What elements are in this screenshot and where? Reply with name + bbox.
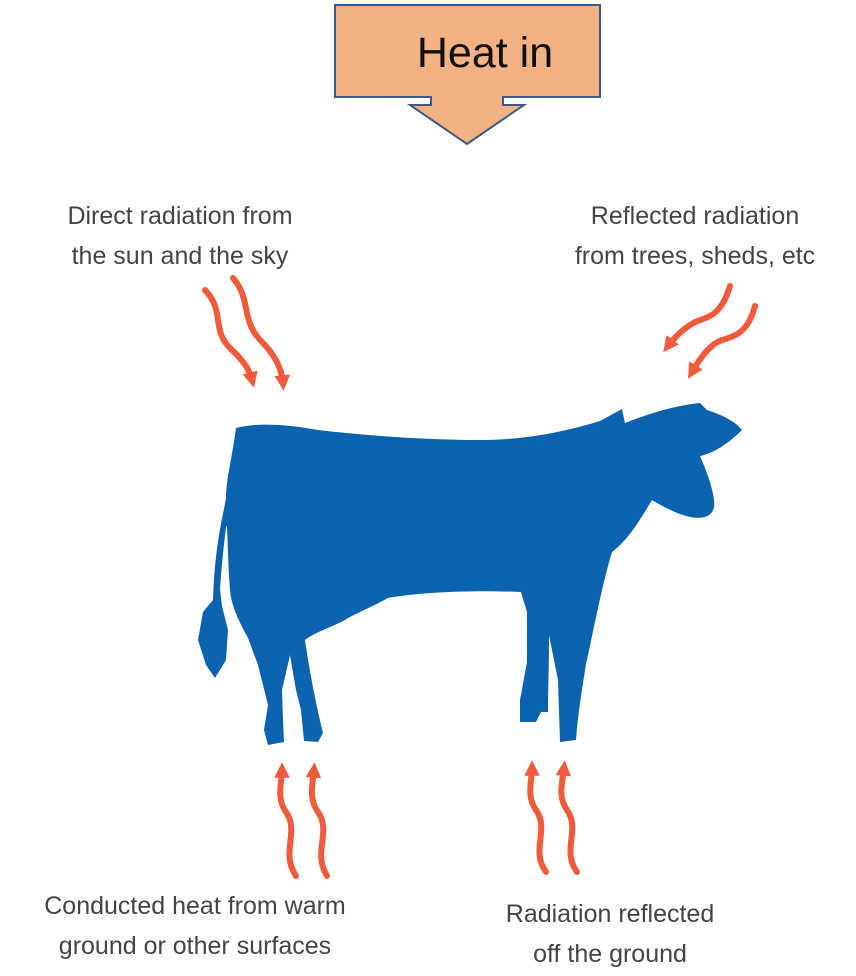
conducted-heat-caption: Conducted heat from warm ground or other… xyxy=(0,886,390,966)
direct-radiation-caption: Direct radiation from the sun and the sk… xyxy=(20,196,340,276)
ground-reflected-caption-line-1: Radiation reflected xyxy=(470,894,750,934)
ground-reflected-arrow-1 xyxy=(530,768,546,872)
ground-reflected-arrow-2 xyxy=(561,768,577,872)
cow-silhouette-icon xyxy=(223,403,742,745)
reflected-radiation-caption: Reflected radiation from trees, sheds, e… xyxy=(530,196,856,276)
conducted-heat-caption-line-1: Conducted heat from warm xyxy=(0,886,390,926)
direct-radiation-arrows xyxy=(205,278,283,383)
direct-radiation-caption-line-2: the sun and the sky xyxy=(20,236,340,276)
heat-in-label: Heat in xyxy=(370,8,600,98)
ground-reflected-caption-line-2: off the ground xyxy=(470,934,750,974)
ground-reflected-arrows xyxy=(530,768,577,872)
reflected-radiation-arrows xyxy=(668,286,755,372)
direct-radiation-caption-line-1: Direct radiation from xyxy=(20,196,340,236)
cow-tail-icon xyxy=(198,486,232,678)
reflected-radiation-caption-line-2: from trees, sheds, etc xyxy=(530,236,856,276)
reflected-radiation-arrow-1 xyxy=(668,286,730,346)
conducted-heat-caption-line-2: ground or other surfaces xyxy=(0,926,390,966)
reflected-radiation-arrow-2 xyxy=(692,306,755,372)
conducted-heat-arrow-1 xyxy=(280,770,296,876)
ground-reflected-caption: Radiation reflected off the ground xyxy=(470,894,750,974)
direct-radiation-arrow-2 xyxy=(233,278,283,383)
conducted-heat-arrows xyxy=(280,770,327,876)
conducted-heat-arrow-2 xyxy=(312,770,327,876)
reflected-radiation-caption-line-1: Reflected radiation xyxy=(530,196,856,236)
